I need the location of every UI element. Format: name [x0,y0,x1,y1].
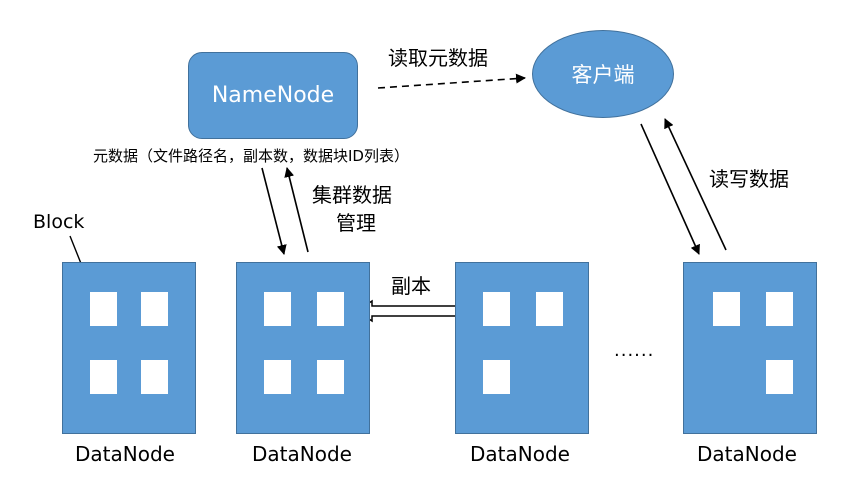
datanode-label: DataNode [75,442,175,466]
metadata-label: 元数据（文件路径名，副本数，数据块ID列表） [93,147,409,165]
data-block [483,360,510,394]
data-block [317,360,344,394]
data-block [536,292,563,326]
read-write-label: 读写数据 [709,167,789,191]
data-block [713,292,740,326]
replica-label: 副本 [391,274,431,298]
client-label: 客户端 [571,63,635,87]
datanode-label: DataNode [470,442,570,466]
datanode-label: DataNode [697,442,797,466]
namenode-box: NameNode [188,52,358,139]
read-metadata-arrow [377,73,526,89]
data-block [264,292,291,326]
datanode-label: DataNode [252,442,352,466]
more-datanodes-ellipsis: ...... [614,340,655,361]
cluster-management-line2: 管理 [336,211,376,235]
cluster-management-line1: 集群数据 [312,183,392,207]
datanode-to-client-arrow [664,118,727,251]
data-block [90,360,117,394]
data-block [264,360,291,394]
data-block [141,292,168,326]
datanode-box [62,262,196,434]
client-to-datanode-arrow [640,123,700,255]
client-ellipse: 客户端 [532,30,674,118]
datanode-box [455,262,589,434]
data-block [317,292,344,326]
datanode-to-namenode-arrow [284,167,309,253]
block-label: Block [33,211,85,233]
data-block [766,360,793,394]
cluster-management-label: 集群数据 管理 [312,181,392,237]
namenode-label: NameNode [211,83,335,108]
datanode-box [683,262,817,434]
data-block [90,292,117,326]
datanode-box [236,262,370,434]
data-block [483,292,510,326]
data-block [766,292,793,326]
data-block [141,360,168,394]
namenode-to-datanode-arrow [261,167,287,255]
read-metadata-label: 读取元数据 [388,46,488,70]
